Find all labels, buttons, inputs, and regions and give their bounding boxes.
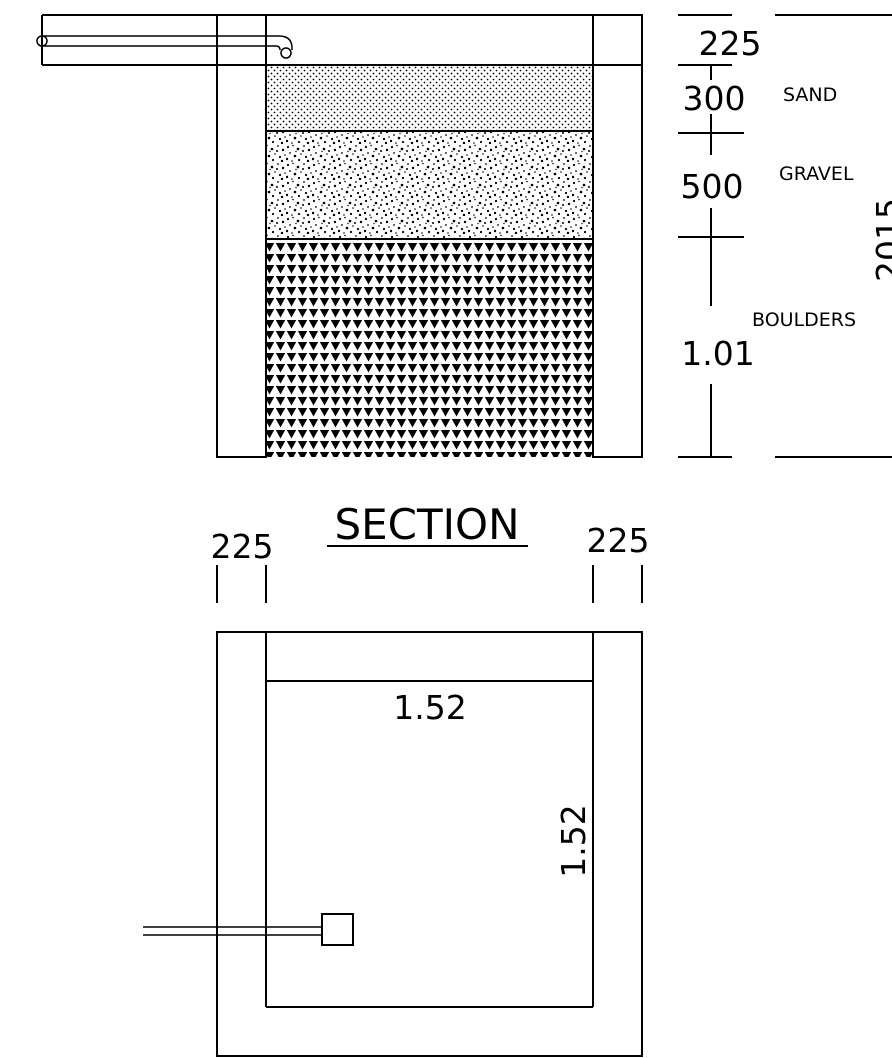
label-sand: SAND — [783, 84, 837, 106]
plan-outer-wall — [216, 631, 643, 1057]
plan-view: 225 225 1.52 1.52 — [143, 521, 650, 1057]
dim-top: 225 — [699, 24, 762, 63]
label-boulders: BOULDERS — [752, 309, 856, 331]
sand-layer — [266, 65, 593, 131]
section-right-wall — [592, 14, 643, 458]
section-view: 225 300 500 1.01 SAND GRAVEL BOULDERS 20… — [36, 14, 892, 549]
plan-inlet-pipe — [143, 913, 354, 946]
boulder-layer — [266, 239, 593, 457]
dim-overall: 2015 — [869, 198, 892, 282]
dim-boulders: 1.01 — [681, 334, 754, 373]
gravel-layer — [266, 131, 593, 239]
plan-dim-depth: 1.52 — [554, 804, 593, 877]
section-left-wall — [216, 14, 267, 458]
dim-sand: 300 — [683, 79, 746, 118]
plan-dim-right-wall: 225 — [587, 521, 650, 560]
section-dimension-column — [678, 14, 744, 458]
plan-dim-left-wall: 225 — [211, 527, 274, 566]
label-gravel: GRAVEL — [779, 163, 854, 185]
dim-gravel: 500 — [681, 167, 744, 206]
inlet-pipe — [36, 35, 293, 59]
plan-dim-width: 1.52 — [393, 688, 466, 727]
section-title: SECTION — [334, 500, 519, 549]
